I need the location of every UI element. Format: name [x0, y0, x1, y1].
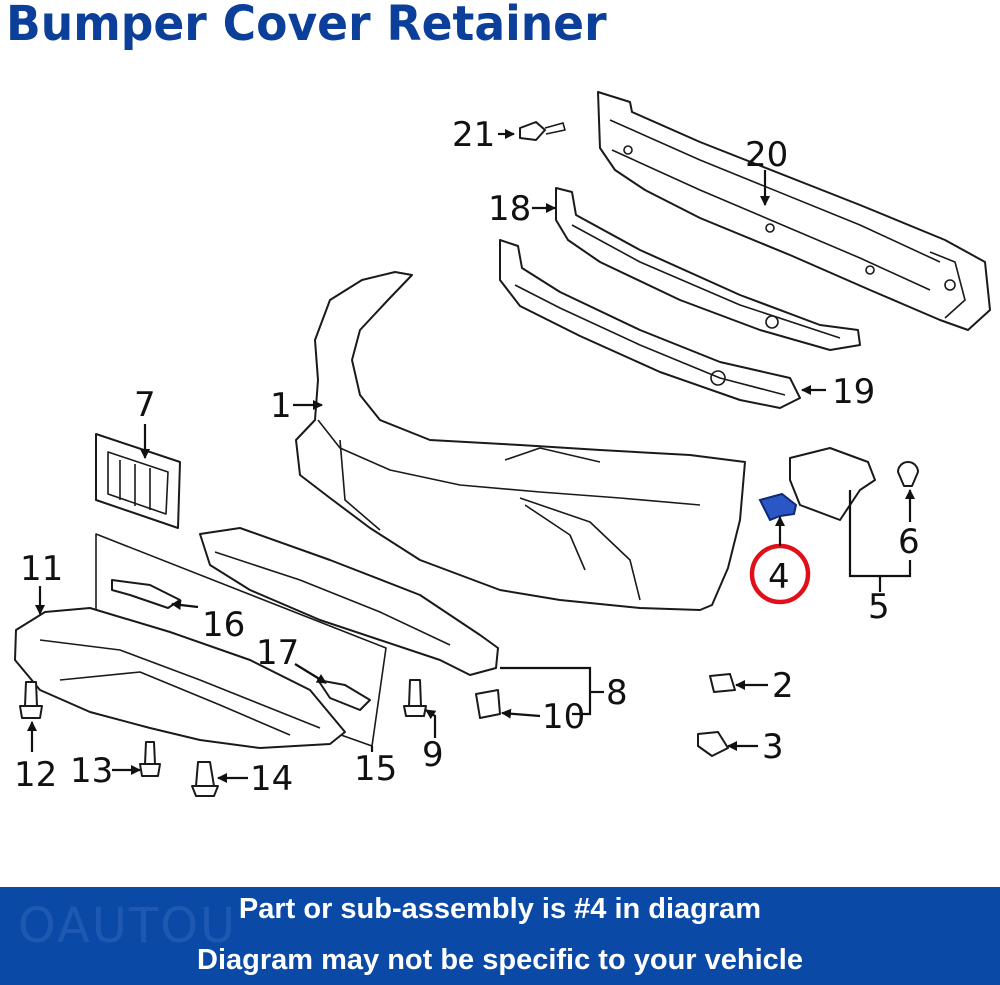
callout-7: 7	[134, 385, 156, 425]
callout-18: 18	[488, 189, 531, 229]
under-cover	[14, 607, 346, 749]
lower-absorber	[499, 239, 801, 409]
callout-21: 21	[452, 115, 495, 155]
retainer-clip	[758, 492, 798, 522]
callout-11: 11	[20, 549, 63, 589]
callout-2: 2	[772, 666, 794, 706]
callout-5: 5	[868, 587, 890, 627]
callout-4: 4	[768, 557, 790, 597]
banner-line-disclaimer: Diagram may not be specific to your vehi…	[197, 944, 803, 976]
callout-3: 3	[762, 727, 784, 767]
banner-line-part-number: Part or sub-assembly is #4 in diagram	[238, 893, 762, 925]
reinforcement-beam	[597, 91, 991, 331]
upper-absorber	[555, 187, 861, 351]
callout-20: 20	[745, 135, 788, 175]
center-under-cover	[199, 527, 499, 676]
callout-17: 17	[256, 633, 299, 673]
fasteners	[19, 121, 919, 797]
callout-labels: 21 20 18 19 1 7 4 6 5 11 16 17 8 10 2 3 …	[14, 115, 920, 799]
callout-6: 6	[898, 522, 920, 562]
leader-lines	[27, 129, 915, 783]
license-bracket	[95, 433, 181, 529]
callout-13: 13	[70, 751, 113, 791]
callout-10: 10	[542, 697, 585, 737]
callout-12: 12	[14, 755, 57, 795]
callout-9: 9	[422, 735, 444, 775]
brand-watermark: OAUTOU	[18, 898, 238, 954]
diagram-title: Bumper Cover Retainer	[6, 0, 607, 52]
callout-14: 14	[250, 759, 293, 799]
callout-16: 16	[202, 605, 245, 645]
callout-1: 1	[270, 386, 292, 426]
bumper-cover	[295, 271, 746, 611]
callout-15: 15	[354, 749, 397, 789]
callout-8: 8	[606, 673, 628, 713]
info-banner	[0, 887, 1000, 985]
callout-19: 19	[832, 372, 875, 412]
